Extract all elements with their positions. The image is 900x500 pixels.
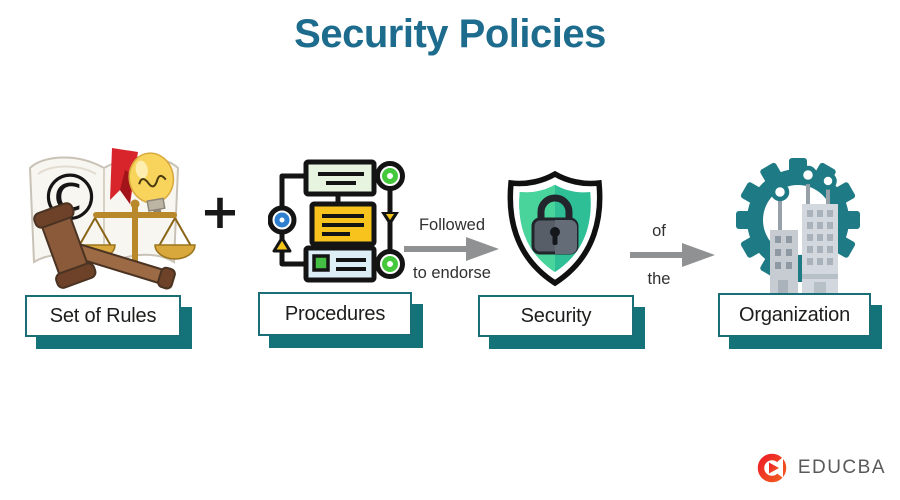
label-organization: Organization bbox=[718, 293, 871, 337]
connector-top-text: Followed bbox=[418, 216, 486, 234]
arrow-of-the: of the bbox=[630, 220, 715, 290]
arrow-followed-to-endorse: Followed to endorse bbox=[404, 214, 500, 284]
right-arrow-icon bbox=[404, 236, 500, 262]
label-set-of-rules: Set of Rules bbox=[25, 295, 181, 337]
label-procedures: Procedures bbox=[258, 292, 412, 336]
right-arrow-icon bbox=[630, 242, 715, 268]
connector-top-text: of bbox=[652, 222, 666, 240]
law-book-gavel-scales-icon: © bbox=[12, 140, 197, 297]
page-title: Security Policies bbox=[294, 12, 606, 56]
educba-logo: EDUCBA bbox=[755, 450, 886, 486]
flowchart-icon bbox=[267, 150, 408, 297]
shield-lock-icon bbox=[502, 170, 608, 293]
connector-bottom-text: to endorse bbox=[413, 264, 491, 282]
educba-logo-text: EDUCBA bbox=[797, 457, 886, 478]
label-text: Procedures bbox=[284, 302, 386, 325]
gear-buildings-icon bbox=[728, 156, 873, 306]
connector-bottom-text: the bbox=[647, 270, 671, 288]
label-text: Security bbox=[520, 304, 592, 327]
label-text: Organization bbox=[739, 303, 850, 326]
plus-connector: + bbox=[199, 184, 241, 240]
educba-swirl-icon bbox=[757, 453, 787, 483]
label-text: Set of Rules bbox=[49, 304, 157, 327]
label-security: Security bbox=[478, 295, 634, 337]
